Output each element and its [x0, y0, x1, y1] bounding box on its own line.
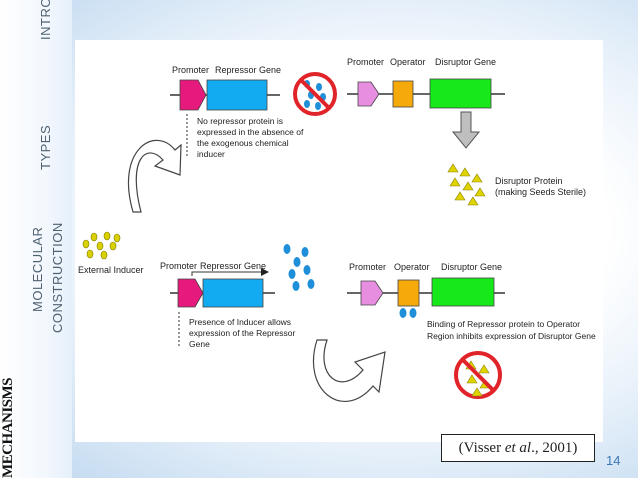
external-inducer-label: External Inducer [78, 265, 144, 275]
bottom-right-promoter-label: Promoter [349, 262, 386, 272]
disruptor-protein-label: Disruptor Protein (making Seeds Sterile) [495, 176, 586, 197]
top-promoter-label: Promoter [172, 65, 209, 75]
citation-box: (Visser et al., 2001) [441, 434, 595, 462]
bottom-right-operator-label: Operator [394, 262, 430, 272]
sidebar-item-types[interactable]: TYPES [38, 124, 53, 170]
curved-arrow-top [127, 139, 182, 213]
top-promoter-block [179, 79, 207, 111]
sidebar-item-mechanisms[interactable]: MECHANISMS [0, 377, 16, 478]
top-right-operator-block [392, 80, 414, 108]
citation-year: ., 2001) [531, 440, 578, 456]
down-arrow [451, 111, 481, 149]
bottom-right-promoter-block [360, 280, 384, 306]
top-right-promoter-label: Promoter [347, 57, 384, 67]
sidebar-item-construction[interactable]: CONSTRUCTION [50, 222, 65, 333]
top-right-operator-label: Operator [390, 57, 426, 67]
top-repressor-gene-block [206, 79, 268, 111]
citation-author: (Visser [458, 440, 505, 456]
page-number: 14 [606, 453, 621, 468]
top-right-disruptor-gene-label: Disruptor Gene [435, 57, 496, 67]
mechanism-diagram: Promoter Repressor Gene No repressor pro… [78, 57, 596, 402]
bottom-right-disruptor-gene-block [431, 277, 495, 307]
bottom-promoter-block [177, 278, 204, 308]
bottom-promoter-label: Promoter [160, 261, 197, 271]
top-right-promoter-block [357, 81, 380, 107]
binding-text: Binding of Repressor protein to Operator… [427, 319, 596, 341]
top-repressor-gene-label: Repressor Gene [215, 65, 281, 75]
bottom-repressor-gene-block [202, 278, 264, 308]
citation-etal: et al [504, 440, 532, 456]
sidebar-item-introduction[interactable]: INTRODUCTION [38, 0, 53, 40]
curved-arrow-bottom [312, 339, 386, 402]
repressor-protein-cluster [283, 244, 315, 291]
bottom-repressor-gene-label: Repressor Gene [200, 261, 266, 271]
external-inducer-cluster [82, 231, 121, 260]
bottom-right-disruptor-gene-label: Disruptor Gene [441, 262, 502, 272]
disruptor-protein-cluster [447, 163, 486, 206]
top-prohibit-icon [293, 72, 337, 116]
top-right-disruptor-gene-block [429, 78, 492, 109]
mechanism-figure: Promoter Repressor Gene No repressor pro… [75, 40, 603, 442]
bottom-prohibit-icon [454, 351, 502, 399]
bottom-right-operator-block [397, 279, 420, 307]
bound-repressor-proteins [399, 308, 417, 318]
bottom-presence-text: Presence of Inducer allows expression of… [189, 317, 298, 349]
bottom-transcription-arrow [191, 268, 269, 276]
sidebar-band [0, 0, 72, 478]
sidebar-item-molecular[interactable]: MOLECULAR [30, 226, 45, 312]
top-no-repressor-text: No repressor protein is expressed in the… [197, 116, 306, 159]
